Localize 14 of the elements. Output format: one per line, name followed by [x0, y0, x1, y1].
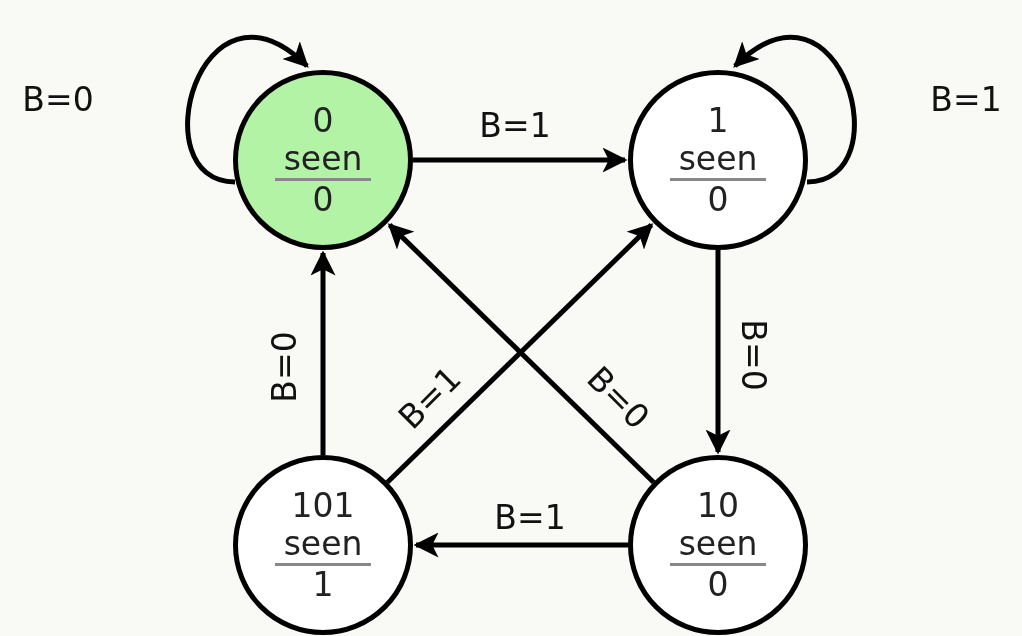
arrow: [733, 35, 857, 185]
arrow: [310, 250, 336, 455]
state-name: 101 seen: [275, 486, 371, 566]
arrow: [413, 532, 628, 558]
state-output: 0: [707, 565, 729, 604]
state-output: 1: [312, 565, 334, 604]
state-output: 0: [312, 180, 334, 219]
arrow: [705, 250, 731, 455]
arrow: [185, 35, 309, 185]
state-output: 0: [707, 180, 729, 219]
state-name: 1 seen: [670, 101, 766, 181]
state-name: 0 seen: [275, 101, 371, 181]
arrow: [413, 147, 628, 173]
state-name: 10 seen: [670, 486, 766, 566]
